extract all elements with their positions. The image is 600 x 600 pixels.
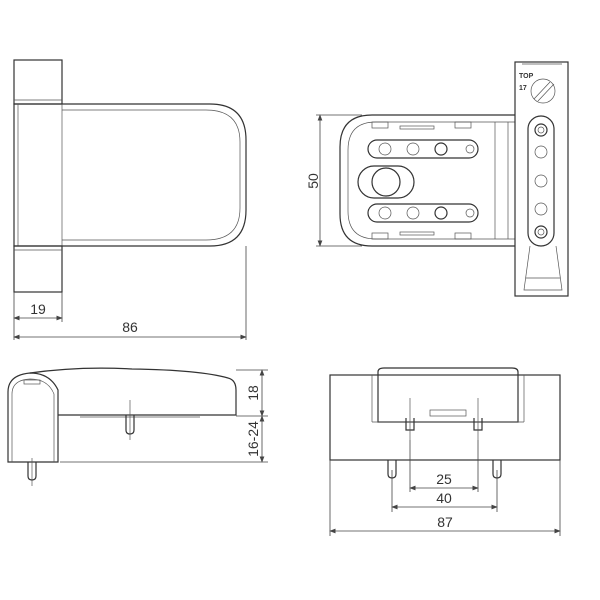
dim-middle-40: 40 [436,490,452,506]
dim-total-87: 87 [437,514,453,530]
dim-range-16-24: 16-24 [245,421,261,457]
label-top: TOP [519,73,534,80]
label-17: 17 [519,85,527,92]
logo-icon [530,78,556,104]
front-view: 25 40 87 [329,367,561,536]
top-view: 19 86 [13,59,247,340]
dim-knuckle-19: 19 [30,301,46,317]
plate-view: 50 TOP 17 [305,61,569,297]
side-view: 18 16-24 [7,367,268,486]
dim-length-86: 86 [122,319,138,335]
dim-height-50: 50 [305,173,321,189]
dim-inner-25: 25 [436,471,452,487]
dim-body-18: 18 [245,385,261,401]
